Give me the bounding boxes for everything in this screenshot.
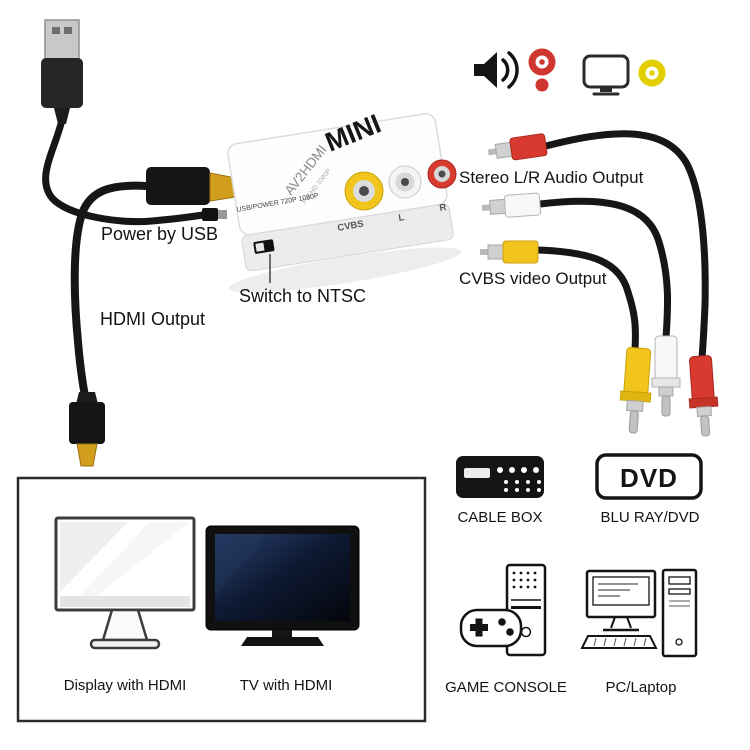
rca-yellow-icon [638,59,666,87]
switch-to-ntsc-label: Switch to NTSC [239,286,367,306]
cvbs-video-output-label: CVBS video Output [459,269,607,288]
port-label-l: L [398,212,406,224]
cable-box-icon [456,456,544,498]
rca-plug-yellow-top [480,240,539,264]
mini-usb-plug [202,208,227,221]
rca-red-icon [528,48,556,92]
game-console-icon [459,563,547,657]
port-label-cvbs: CVBS [337,219,365,234]
device-jack-right [427,159,457,189]
tv-illustration [205,525,360,646]
blu-ray-dvd-label: BLU RAY/DVD [600,509,700,526]
rca-red-cable [542,130,709,362]
port-label-r: R [439,202,448,214]
converter-device: MINI AV2HDMI Full HD 1080P USB/POWER 720… [227,108,462,293]
tv-with-hdmi-label: TV with HDMI [239,677,333,694]
rca-plug-red-bottom [688,355,719,437]
rca-yellow-cable [534,246,639,354]
tv-icon [582,54,630,96]
rca-plug-red-top [487,133,548,161]
pc-laptop-label: PC/Laptop [605,679,677,696]
hdmi-connector-top [146,167,237,205]
pc-laptop-icon [580,568,698,658]
usb-plug [41,19,83,124]
device-jack-cvbs [344,171,384,211]
stereo-audio-output-label: Stereo L/R Audio Output [459,168,644,187]
usb-cable [42,116,207,226]
power-by-usb-label: Power by USB [101,224,219,244]
dvd-icon: DVD [595,453,703,500]
hdmi-connector-bottom [69,392,105,467]
cable-box-label: CABLE BOX [457,509,543,526]
dvd-logo-text: DVD [620,463,678,493]
rca-plug-white-bottom [651,335,681,417]
rca-plug-yellow-bottom [619,347,652,434]
display-monitor-illustration [54,516,196,650]
display-with-hdmi-label: Display with HDMI [63,677,187,694]
rca-white-cable [536,197,672,342]
hdmi-output-label: HDMI Output [100,309,206,329]
game-console-label: GAME CONSOLE [445,679,567,696]
speaker-icon [474,51,519,89]
device-top-face [227,113,448,236]
hdmi-cable [70,181,150,400]
rca-plug-white-top [481,192,541,218]
device-jack-left [388,165,422,199]
